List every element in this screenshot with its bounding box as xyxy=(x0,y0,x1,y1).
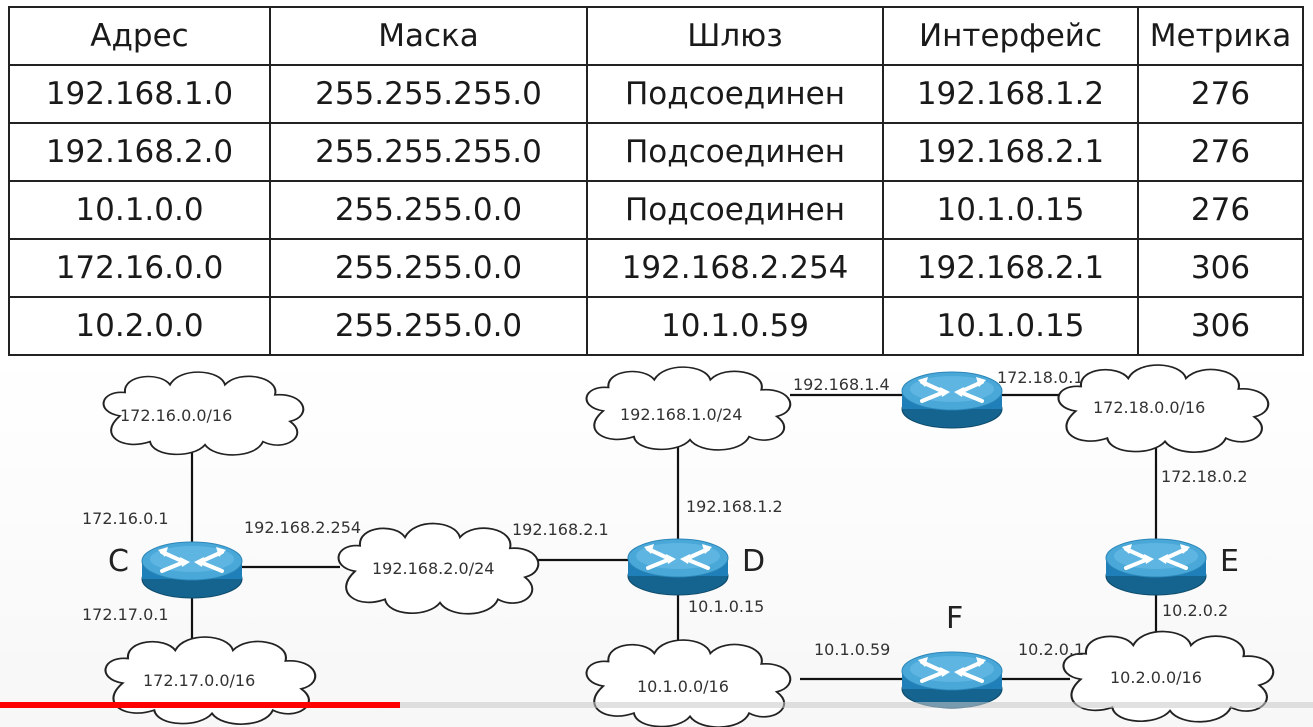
router-f-icon xyxy=(900,650,1004,710)
interface-label: 10.1.0.15 xyxy=(688,597,764,616)
cloud-label-172-17: 172.17.0.0/16 xyxy=(143,671,255,690)
cell-address: 10.1.0.0 xyxy=(8,180,271,240)
column-header-gateway: Шлюз xyxy=(586,6,884,66)
cell-gateway: Подсоединен xyxy=(586,180,884,240)
interface-label: 172.18.0.1 xyxy=(997,368,1084,387)
cell-address: 192.168.1.0 xyxy=(8,64,271,124)
cell-mask: 255.255.0.0 xyxy=(269,238,588,298)
column-header-mask: Маска xyxy=(269,6,588,66)
cell-mask: 255.255.0.0 xyxy=(269,180,588,240)
cell-address: 192.168.2.0 xyxy=(8,122,271,182)
interface-label: 192.168.1.4 xyxy=(793,375,890,394)
table-row: 172.16.0.0 255.255.0.0 192.168.2.254 192… xyxy=(8,238,1304,298)
cell-address: 172.16.0.0 xyxy=(8,238,271,298)
interface-label: 192.168.2.254 xyxy=(244,518,361,537)
routing-table: Адрес Маска Шлюз Интерфейс Метрика 192.1… xyxy=(8,6,1304,356)
column-header-interface: Интерфейс xyxy=(882,6,1139,66)
cloud-label-10-2: 10.2.0.0/16 xyxy=(1110,668,1202,687)
cell-address: 10.2.0.0 xyxy=(8,296,271,356)
column-header-metric: Метрика xyxy=(1137,6,1304,66)
table-row: 192.168.2.0 255.255.255.0 Подсоединен 19… xyxy=(8,122,1304,182)
cell-gateway: Подсоединен xyxy=(586,122,884,182)
cloud-net-192-168-2: 192.168.2.0/24 xyxy=(337,522,540,615)
cloud-net-192-168-1: 192.168.1.0/24 xyxy=(585,366,792,451)
cell-gateway: 10.1.0.59 xyxy=(586,296,884,356)
video-progress-fill xyxy=(0,702,401,708)
router-d-icon xyxy=(626,537,730,597)
cloud-net-10-1: 10.1.0.0/16 xyxy=(585,639,792,727)
cloud-net-172-17: 172.17.0.0/16 xyxy=(104,636,317,726)
router-e-icon xyxy=(1104,537,1208,597)
cloud-label-192-168-2: 192.168.2.0/24 xyxy=(372,559,494,578)
cell-metric: 276 xyxy=(1137,180,1304,240)
cloud-label-172-18: 172.18.0.0/16 xyxy=(1093,398,1205,417)
interface-label: 172.18.0.2 xyxy=(1161,467,1248,486)
cloud-net-10-2: 10.2.0.0/16 xyxy=(1062,630,1275,723)
network-diagram-canvas: 172.16.0.0/16 172.17.0.0/16 192.168.2.0/… xyxy=(82,364,1275,727)
column-header-address: Адрес xyxy=(8,6,271,66)
video-progress-bar[interactable] xyxy=(0,702,1313,708)
cell-metric: 306 xyxy=(1137,238,1304,298)
interface-label: 192.168.1.2 xyxy=(686,497,783,516)
cell-interface: 192.168.2.1 xyxy=(882,122,1139,182)
cell-metric: 276 xyxy=(1137,64,1304,124)
table-header-row: Адрес Маска Шлюз Интерфейс Метрика xyxy=(8,6,1304,66)
table-row: 192.168.1.0 255.255.255.0 Подсоединен 19… xyxy=(8,64,1304,124)
router-c-icon xyxy=(140,540,244,600)
cloud-label-172-16: 172.16.0.0/16 xyxy=(120,406,232,425)
cell-interface: 192.168.2.1 xyxy=(882,238,1139,298)
cloud-net-172-18: 172.18.0.0/16 xyxy=(1057,364,1270,454)
router-e-label: E xyxy=(1220,544,1239,579)
cell-mask: 255.255.255.0 xyxy=(269,122,588,182)
table-row: 10.1.0.0 255.255.0.0 Подсоединен 10.1.0.… xyxy=(8,180,1304,240)
interface-label: 172.17.0.1 xyxy=(82,605,169,624)
interface-label: 10.2.0.2 xyxy=(1162,601,1228,620)
interface-label: 192.168.2.1 xyxy=(512,520,609,539)
router-top-icon xyxy=(900,370,1004,430)
interface-label: 10.2.0.1 xyxy=(1018,640,1084,659)
cell-mask: 255.255.255.0 xyxy=(269,64,588,124)
router-d-label: D xyxy=(742,544,765,579)
cell-mask: 255.255.0.0 xyxy=(269,296,588,356)
cell-gateway: Подсоединен xyxy=(586,64,884,124)
cell-metric: 276 xyxy=(1137,122,1304,182)
interface-label: 10.1.0.59 xyxy=(814,640,890,659)
cell-metric: 306 xyxy=(1137,296,1304,356)
cell-interface: 10.1.0.15 xyxy=(882,296,1139,356)
router-f-label: F xyxy=(946,601,963,636)
interface-label: 172.16.0.1 xyxy=(82,509,169,528)
cloud-label-10-1: 10.1.0.0/16 xyxy=(637,677,729,696)
router-c-label: C xyxy=(108,544,129,579)
cell-interface: 10.1.0.15 xyxy=(882,180,1139,240)
cell-gateway: 192.168.2.254 xyxy=(586,238,884,298)
cell-interface: 192.168.1.2 xyxy=(882,64,1139,124)
cloud-label-192-168-1: 192.168.1.0/24 xyxy=(620,405,742,424)
network-diagram: 172.16.0.0/16 172.17.0.0/16 192.168.2.0/… xyxy=(0,357,1313,727)
table-row: 10.2.0.0 255.255.0.0 10.1.0.59 10.1.0.15… xyxy=(8,296,1304,356)
cloud-net-172-16: 172.16.0.0/16 xyxy=(102,371,305,456)
